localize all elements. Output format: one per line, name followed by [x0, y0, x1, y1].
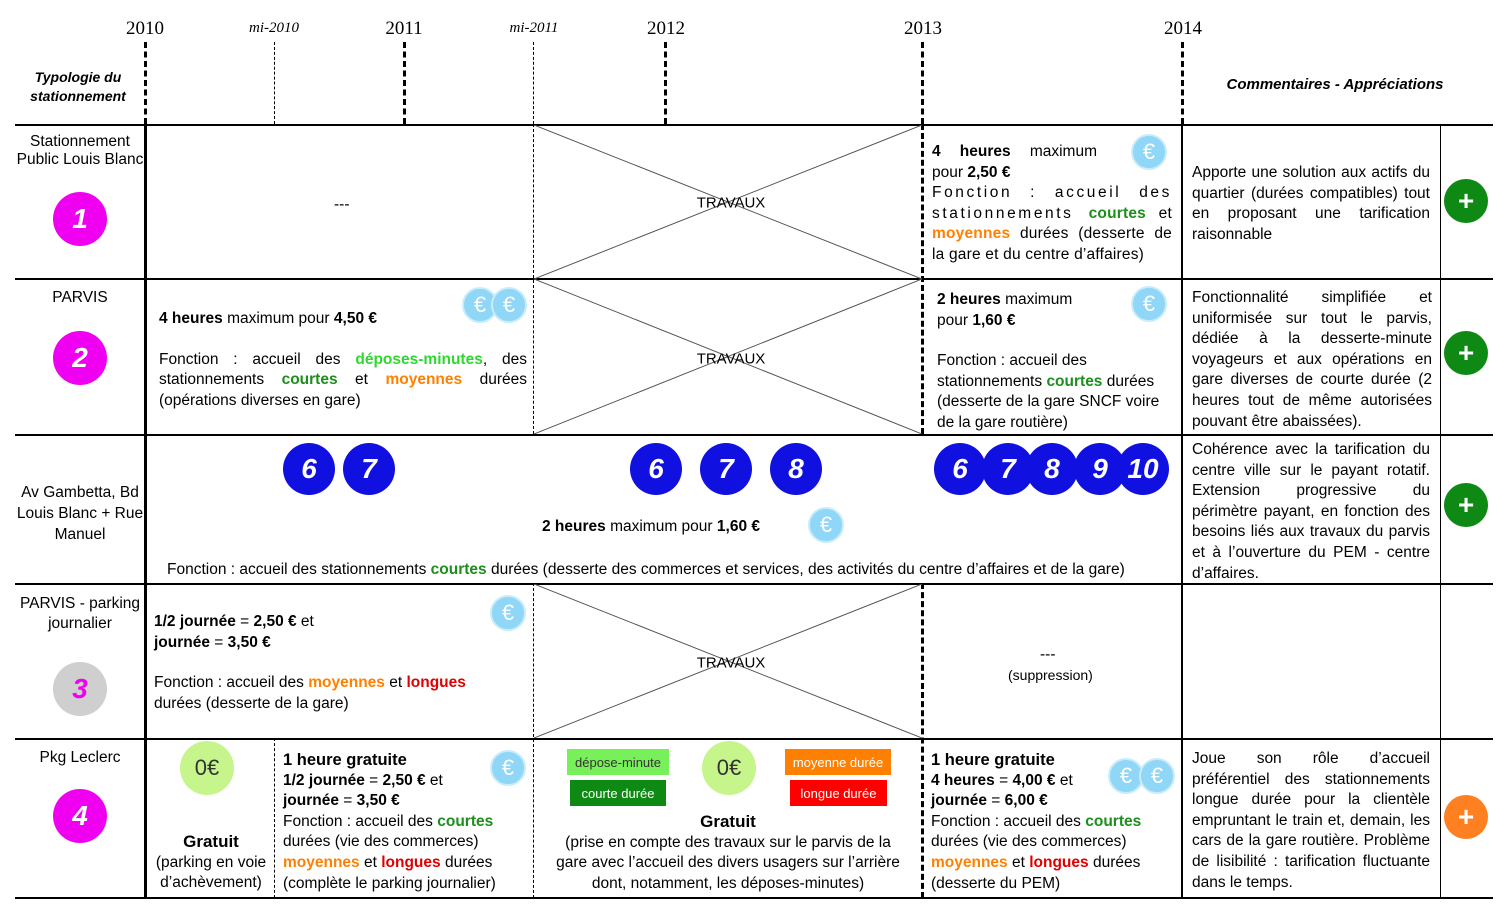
tag-courte-duree: courte durée [570, 780, 666, 806]
travaux-label: TRAVAUX [696, 350, 766, 368]
column-line-mi-2011 [533, 124, 534, 434]
euro-coin-icon: € [491, 287, 527, 323]
row-1-comment: Apporte une solution aux actifs du quart… [1192, 164, 1430, 243]
free-coin-icon: 0€ [702, 741, 756, 795]
row-4-after-note: (suppression) [1008, 667, 1093, 683]
row-1-after-tariff: 4 heures maximum pour 2,50 € Fonction : … [932, 143, 1172, 263]
row-label-gambetta: Av Gambetta, Bd Louis Blanc + Rue Manuel [16, 484, 144, 543]
column-line-comments [1181, 124, 1183, 898]
row-4-after: --- [1040, 646, 1056, 663]
row-label-parvis-journalier: PARVIS - parking journalier [19, 595, 141, 632]
row-divider [15, 124, 1493, 126]
tag-moyenne-duree: moyenne durée [785, 749, 891, 775]
column-line-mi-2010 [274, 738, 275, 898]
row-5-phase-4: 1 heure gratuite 4 heures = 4,00 € et jo… [931, 751, 1142, 892]
header-commentaires: Commentaires - Appréciations [1226, 76, 1444, 93]
zone-badge-7: 7 [982, 443, 1034, 495]
row-divider [15, 738, 1493, 740]
row-label-louis-blanc: Stationnement Public Louis Blanc [16, 133, 144, 168]
travaux-cross-row-4 [534, 584, 922, 738]
row-divider [15, 897, 1493, 899]
zone-badge-7: 7 [700, 443, 752, 495]
euro-coin-icon: € [1131, 286, 1167, 322]
parking-number-badge-2: 2 [53, 331, 107, 385]
timeline-line-mi-2010 [274, 42, 275, 124]
tag-longue-duree: longue durée [790, 780, 887, 806]
year-2010: 2010 [126, 18, 164, 39]
column-line-rating [1440, 124, 1441, 898]
row-2-after-tariff: 2 heures maximum pour 1,60 € Fonction : … [937, 291, 1160, 431]
zone-badge-6: 6 [283, 443, 335, 495]
rating-plus-icon: + [1444, 179, 1488, 223]
column-line-mi-2011 [533, 583, 534, 898]
parking-number-badge-1: 1 [53, 192, 107, 246]
tag-depose-minute: dépose-minute [567, 749, 669, 775]
zone-badge-8: 8 [770, 443, 822, 495]
row-divider [15, 583, 1493, 585]
row-3-tariff: 2 heures maximum pour 1,60 € [542, 518, 760, 535]
row-label-leclerc: Pkg Leclerc [39, 749, 121, 766]
zone-badge-6: 6 [934, 443, 986, 495]
row-5-phase-2: 1 heure gratuite 1/2 journée = 2,50 € et… [283, 751, 496, 892]
row-5-comment: Joue son rôle d’accueil préférentiel des… [1192, 750, 1430, 891]
travaux-label: TRAVAUX [696, 194, 766, 212]
row-3-comment: Cohérence avec la tarification du centre… [1192, 441, 1430, 582]
column-line-2013 [921, 124, 924, 434]
travaux-label: TRAVAUX [696, 654, 766, 672]
timeline-line-2014 [1181, 42, 1184, 124]
column-line-2013 [921, 583, 924, 898]
parking-number-badge-3: 3 [53, 662, 107, 716]
row-2-comment: Fonctionnalité simplifiée et uniformisée… [1192, 289, 1432, 430]
row-1-before-works: --- [334, 196, 350, 213]
timeline-line-2011 [403, 42, 406, 124]
rating-plus-icon: + [1444, 795, 1488, 839]
row-3-function: Fonction : accueil des stationnements co… [167, 561, 1125, 578]
timeline-line-mi-2011 [533, 42, 534, 124]
parking-number-badge-4: 4 [53, 789, 107, 843]
half-year-mi-2011: mi-2011 [509, 20, 559, 36]
zone-badge-7: 7 [343, 443, 395, 495]
zone-badge-6: 6 [630, 443, 682, 495]
row-5-phase-1: Gratuit (parking en voie d’achèvement) [155, 832, 267, 892]
free-coin-icon: 0€ [180, 741, 234, 795]
timeline-line-2010 [144, 42, 147, 124]
half-year-mi-2010: mi-2010 [249, 20, 299, 36]
zone-badge-9: 9 [1074, 443, 1126, 495]
row-divider [15, 278, 1493, 280]
row-5-phase-3: Gratuit (prise en compte des travaux sur… [556, 812, 900, 892]
zone-badge-10: 10 [1117, 443, 1169, 495]
row-2-before-tariff: 4 heures maximum pour 4,50 € Fonction : … [159, 310, 528, 409]
row-label-parvis: PARVIS [52, 289, 108, 306]
header-typologie: Typologie du stationnement [30, 69, 126, 104]
travaux-cross-row-2 [534, 279, 922, 434]
year-2014: 2014 [1164, 18, 1202, 39]
travaux-cross-row-1 [534, 125, 922, 279]
row-divider [15, 434, 1493, 436]
timeline-line-2012 [664, 42, 667, 124]
euro-coin-icon: € [1139, 758, 1175, 794]
zone-badge-8: 8 [1026, 443, 1078, 495]
euro-coin-icon: € [808, 507, 844, 543]
rating-plus-icon: + [1444, 483, 1488, 527]
year-2013: 2013 [904, 18, 942, 39]
row-4-before-tariff: 1/2 journée = 2,50 € et journée = 3,50 €… [154, 613, 466, 712]
euro-coin-icon: € [490, 595, 526, 631]
euro-coin-icon: € [1131, 134, 1167, 170]
year-2011: 2011 [385, 18, 423, 39]
euro-coin-icon: € [490, 750, 526, 786]
column-line-2010 [144, 124, 147, 898]
timeline-line-2013 [921, 42, 924, 124]
rating-plus-icon: + [1444, 331, 1488, 375]
year-2012: 2012 [647, 18, 685, 39]
